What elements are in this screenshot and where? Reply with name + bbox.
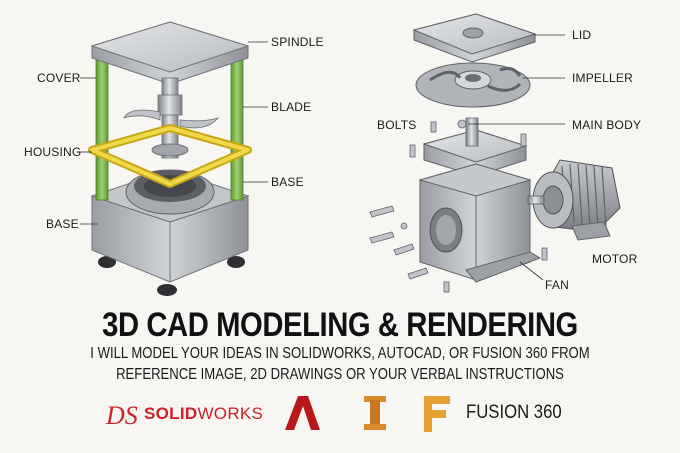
subtitle-line-1: I WILL MODEL YOUR IDEAS IN SOLIDWORKS, A… (90, 345, 590, 362)
svg-text:DS: DS (105, 401, 138, 430)
inventor-logo-icon (364, 396, 386, 430)
solidworks-bold: SOLID (144, 404, 198, 423)
main-title: 3D CAD MODELING & RENDERING (102, 306, 578, 344)
solidworks-wordmark: SOLIDWORKS (144, 404, 263, 424)
software-logos: DS (105, 396, 450, 432)
label-bolts: BOLTS (377, 118, 417, 132)
label-blade: BLADE (271, 100, 312, 114)
label-spindle: SPINDLE (271, 35, 324, 49)
label-motor: MOTOR (592, 252, 638, 266)
solidworks-light: WORKS (197, 404, 264, 423)
label-impeller: IMPELLER (572, 71, 633, 85)
fusion-logo-icon (424, 396, 450, 432)
press-assembly (80, 21, 268, 296)
label-main-body: MAIN BODY (572, 118, 642, 132)
label-fan: FAN (545, 278, 569, 292)
label-cover: COVER (37, 71, 81, 85)
fusion-wordmark: FUSION 360 (466, 402, 562, 423)
label-base-left: BASE (46, 217, 79, 231)
label-housing: HOUSING (24, 145, 82, 159)
cad-illustration (80, 13, 621, 296)
label-lid: LID (572, 28, 592, 42)
subtitle-line-2: REFERENCE IMAGE, 2D DRAWINGS OR YOUR VER… (116, 366, 564, 383)
solidworks-ds-icon: DS (105, 401, 138, 430)
pump-exploded-assembly (369, 13, 621, 293)
autocad-logo-icon (285, 396, 320, 430)
label-base-right: BASE (271, 175, 304, 189)
